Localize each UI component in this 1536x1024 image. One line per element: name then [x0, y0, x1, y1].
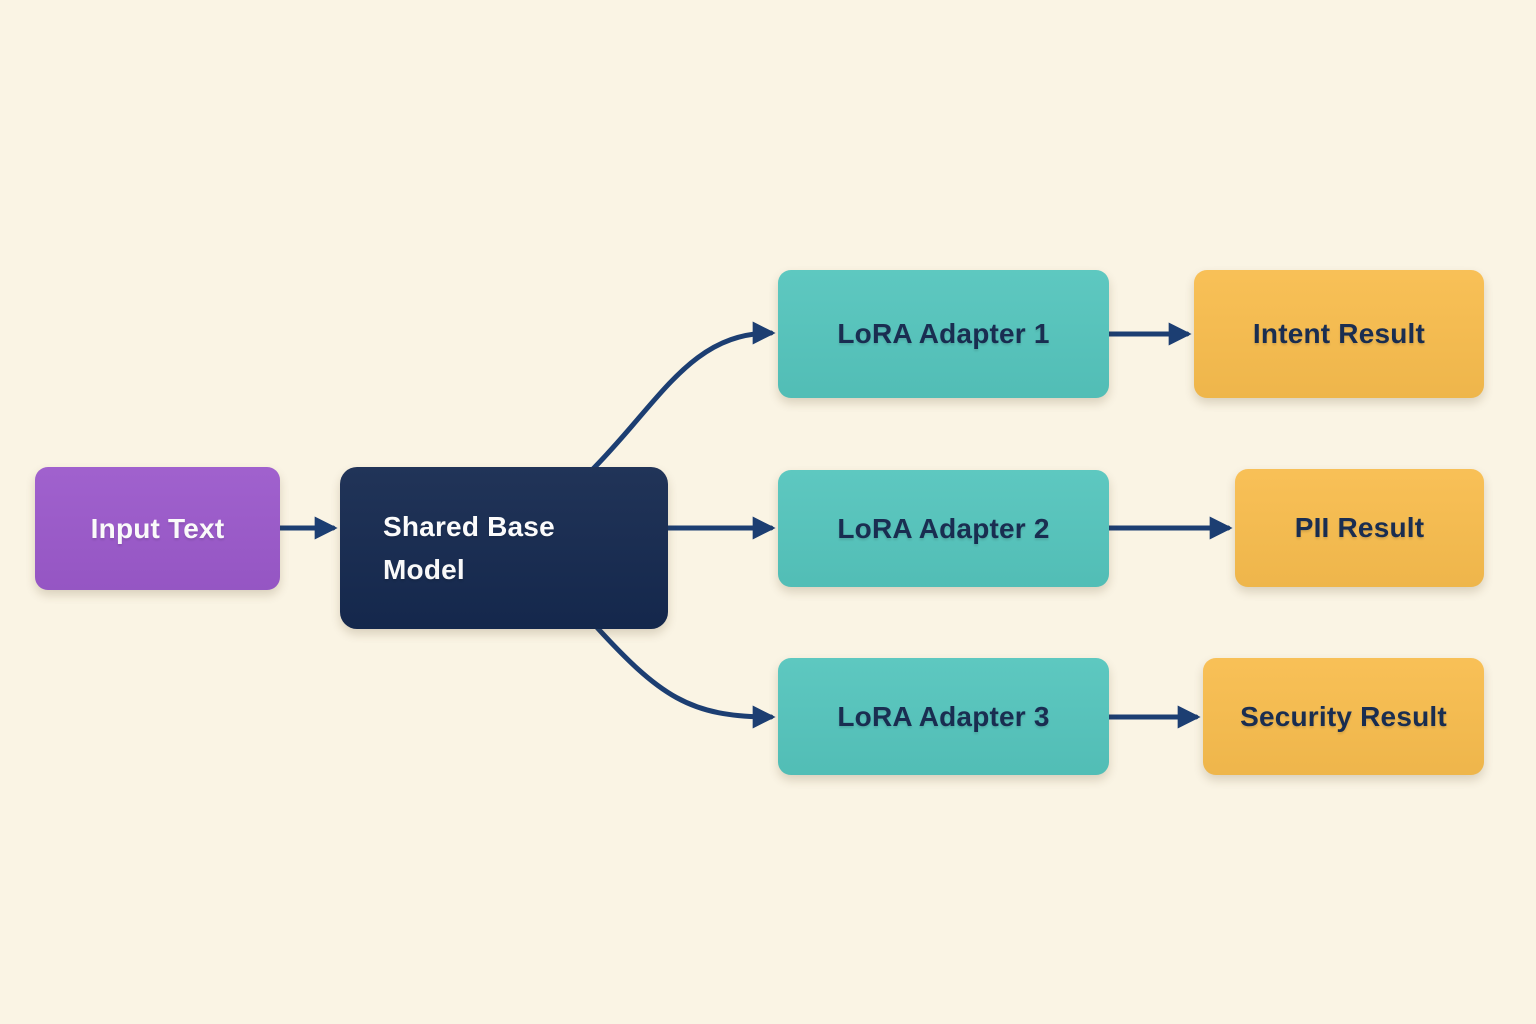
- edge-base-to-adapter1: [587, 321, 776, 475]
- node-lora-adapter-2: LoRA Adapter 2: [778, 470, 1109, 587]
- node-shared-base-model: Shared Base Model: [340, 467, 668, 629]
- node-lora-adapter-3: LoRA Adapter 3: [778, 658, 1109, 775]
- edge-base-to-adapter3: [589, 619, 776, 729]
- node-label: Shared Base Model: [383, 510, 555, 585]
- node-label: LoRA Adapter 3: [837, 700, 1050, 732]
- node-input-text: Input Text: [35, 467, 280, 590]
- node-security-result: Security Result: [1203, 658, 1484, 775]
- node-label: Intent Result: [1252, 318, 1426, 349]
- node-label: LoRA Adapter 2: [837, 512, 1050, 544]
- node-label: Input Text: [90, 512, 225, 544]
- node-label: Security Result: [1240, 700, 1447, 732]
- node-lora-adapter-1: LoRA Adapter 1: [778, 270, 1109, 398]
- node-label: LoRA Adapter 1: [837, 318, 1050, 349]
- node-intent-result: Intent Result: [1194, 270, 1484, 398]
- node-label: PII Result: [1294, 512, 1425, 543]
- node-pii-result: PII Result: [1235, 469, 1484, 587]
